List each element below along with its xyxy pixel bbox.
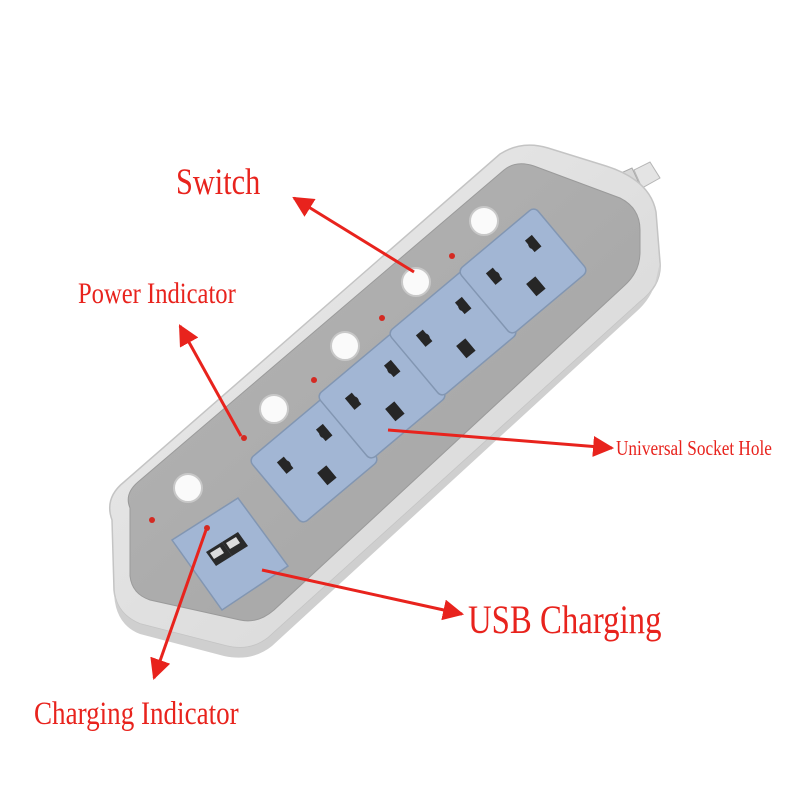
indicator-led: [241, 435, 247, 441]
arrow-usb-charging: [261, 568, 465, 621]
switch-buttons: [173, 206, 499, 503]
annotation-arrows: [150, 196, 615, 680]
switch-button[interactable]: [173, 473, 203, 503]
socket-panels: [250, 207, 589, 523]
charging-indicator-led: [204, 525, 210, 531]
arrow-charging-indicator: [150, 529, 208, 680]
usb-panel: [170, 496, 290, 612]
arrow-switch: [292, 196, 415, 274]
power-indicator-label: Power Indicator: [78, 277, 236, 310]
switch-label: Switch: [176, 162, 261, 203]
indicator-led: [311, 377, 317, 383]
universal-socket[interactable]: [458, 207, 589, 336]
arrow-power-indicator: [178, 324, 243, 437]
switch-button[interactable]: [469, 206, 499, 236]
usb-port[interactable]: [222, 532, 248, 556]
charging-indicator-label: Charging Indicator: [34, 696, 239, 732]
switch-button[interactable]: [401, 267, 431, 297]
indicator-leds: [149, 253, 455, 523]
usb-port[interactable]: [206, 542, 232, 566]
switch-button[interactable]: [330, 331, 360, 361]
universal-socket[interactable]: [317, 332, 448, 461]
indicator-led: [449, 253, 455, 259]
usb-charging-label: USB Charging: [468, 597, 662, 642]
indicator-led: [149, 517, 155, 523]
arrow-universal-socket-hole: [387, 428, 615, 457]
switch-button[interactable]: [259, 394, 289, 424]
universal-socket-hole-label: Universal Socket Hole: [616, 436, 772, 460]
indicator-led: [379, 315, 385, 321]
